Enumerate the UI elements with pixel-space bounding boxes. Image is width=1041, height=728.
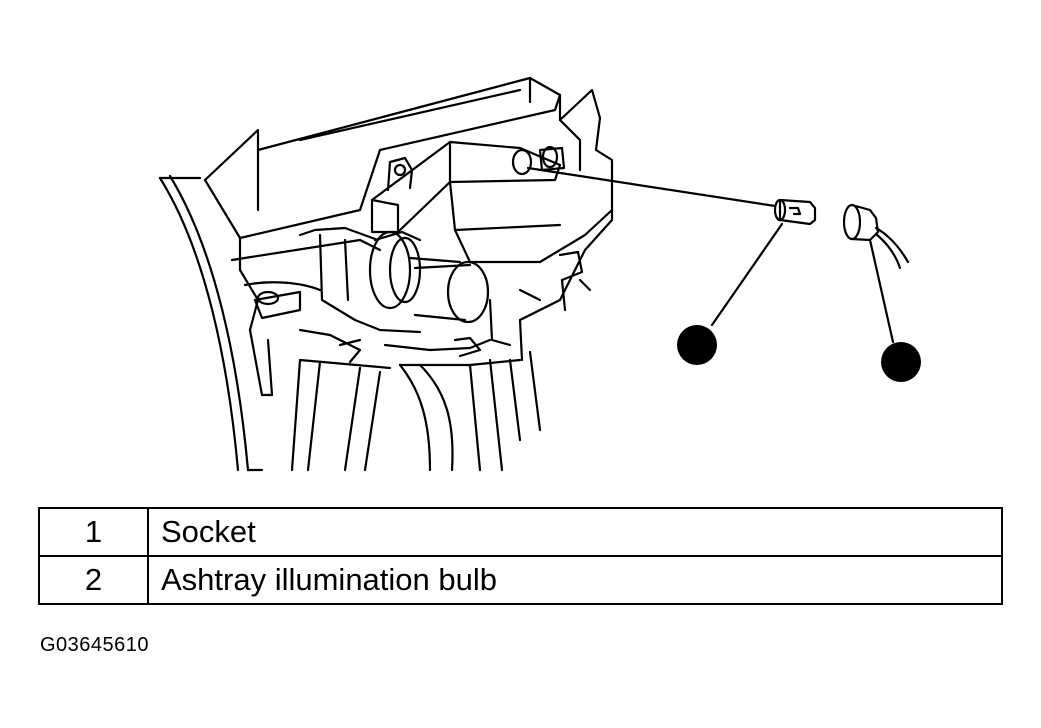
legend-number: 2	[38, 555, 149, 605]
dashboard-panel	[158, 174, 264, 472]
legend-row: 2 Ashtray illumination bulb	[38, 555, 1003, 605]
parts-legend-table: 1 Socket 2 Ashtray illumination bulb	[38, 507, 1003, 605]
ashtray-lower-frame	[290, 226, 592, 472]
callout-1-label: 1	[893, 347, 910, 380]
legend-number: 1	[38, 507, 149, 557]
ashtray-bracket	[370, 140, 614, 264]
ashtray-illumination-bulb	[773, 198, 817, 226]
callout-1: 1	[868, 238, 921, 382]
ashtray-assembly-illustration: 2 1	[158, 76, 921, 472]
ashtray-cylinder	[368, 230, 490, 324]
legend-description: Socket	[147, 507, 1003, 557]
bulb-insertion-line	[526, 166, 777, 208]
ashtray-housing	[203, 76, 614, 397]
callout-2-label: 2	[689, 330, 706, 363]
figure-id: G03645610	[40, 634, 150, 656]
socket	[842, 203, 910, 270]
legend-row: 1 Socket	[38, 507, 1003, 557]
callout-2: 2	[677, 222, 784, 365]
legend-description: Ashtray illumination bulb	[147, 555, 1003, 605]
